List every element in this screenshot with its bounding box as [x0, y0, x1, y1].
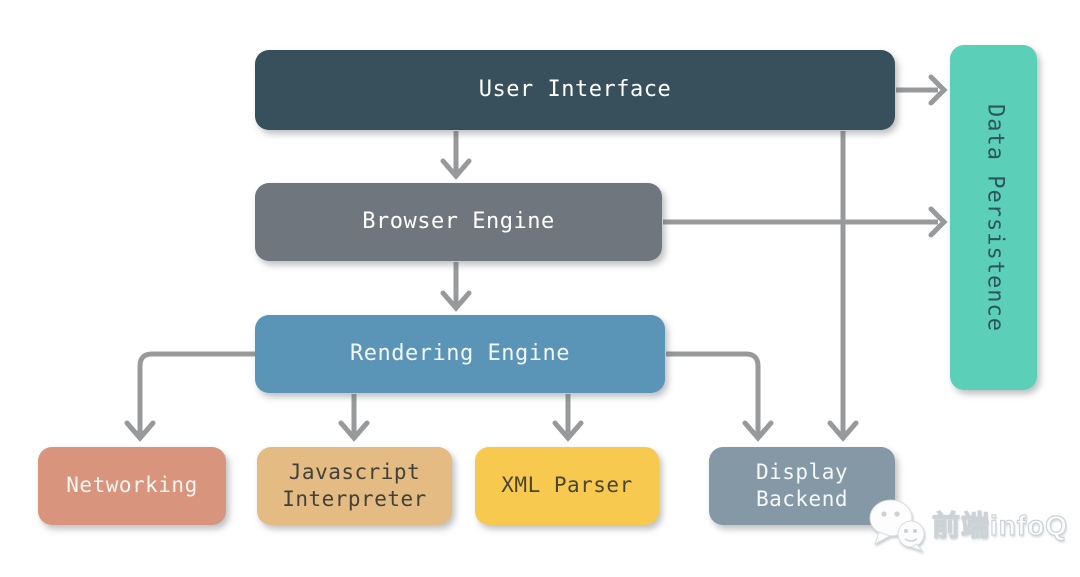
edge-rendering-engine-to-networking — [124, 351, 255, 442]
edge-rendering-engine-to-xml-parser — [552, 394, 584, 442]
node-networking-label: Networking — [66, 473, 198, 498]
edge-user-interface-to-browser-engine — [440, 131, 472, 180]
watermark: 前端infoQ — [866, 496, 1068, 552]
node-user-interface-label: User Interface — [478, 76, 672, 102]
node-xml-parser-label: XML Parser — [501, 473, 633, 498]
node-data-persistence: Data Persistence — [950, 45, 1037, 390]
watermark-text: 前端infoQ — [931, 509, 1069, 541]
node-rendering-engine: Rendering Engine — [255, 315, 665, 393]
wechat-icon — [869, 499, 925, 552]
node-xml-parser: XML Parser — [475, 447, 659, 525]
node-rendering-engine-label: Rendering Engine — [350, 340, 570, 366]
node-javascript-interpreter-label: Javascript Interpreter — [282, 459, 427, 511]
node-user-interface: User Interface — [255, 50, 895, 130]
node-data-persistence-label: Data Persistence — [981, 103, 1007, 332]
edge-browser-engine-to-data-persistence — [663, 206, 948, 238]
node-browser-engine: Browser Engine — [255, 183, 662, 261]
edge-rendering-engine-to-javascript-interpreter — [338, 394, 370, 442]
edge-user-interface-to-data-persistence — [896, 74, 948, 106]
edge-user-interface-to-display-backend — [827, 131, 859, 442]
node-javascript-interpreter: Javascript Interpreter — [257, 447, 452, 525]
edge-browser-engine-to-rendering-engine — [440, 262, 472, 312]
node-display-backend-label: Display Backend — [755, 459, 848, 511]
node-display-backend: Display Backend — [709, 447, 895, 525]
node-networking: Networking — [38, 447, 226, 525]
node-browser-engine-label: Browser Engine — [362, 208, 555, 234]
edge-rendering-engine-to-display-backend — [666, 351, 774, 442]
